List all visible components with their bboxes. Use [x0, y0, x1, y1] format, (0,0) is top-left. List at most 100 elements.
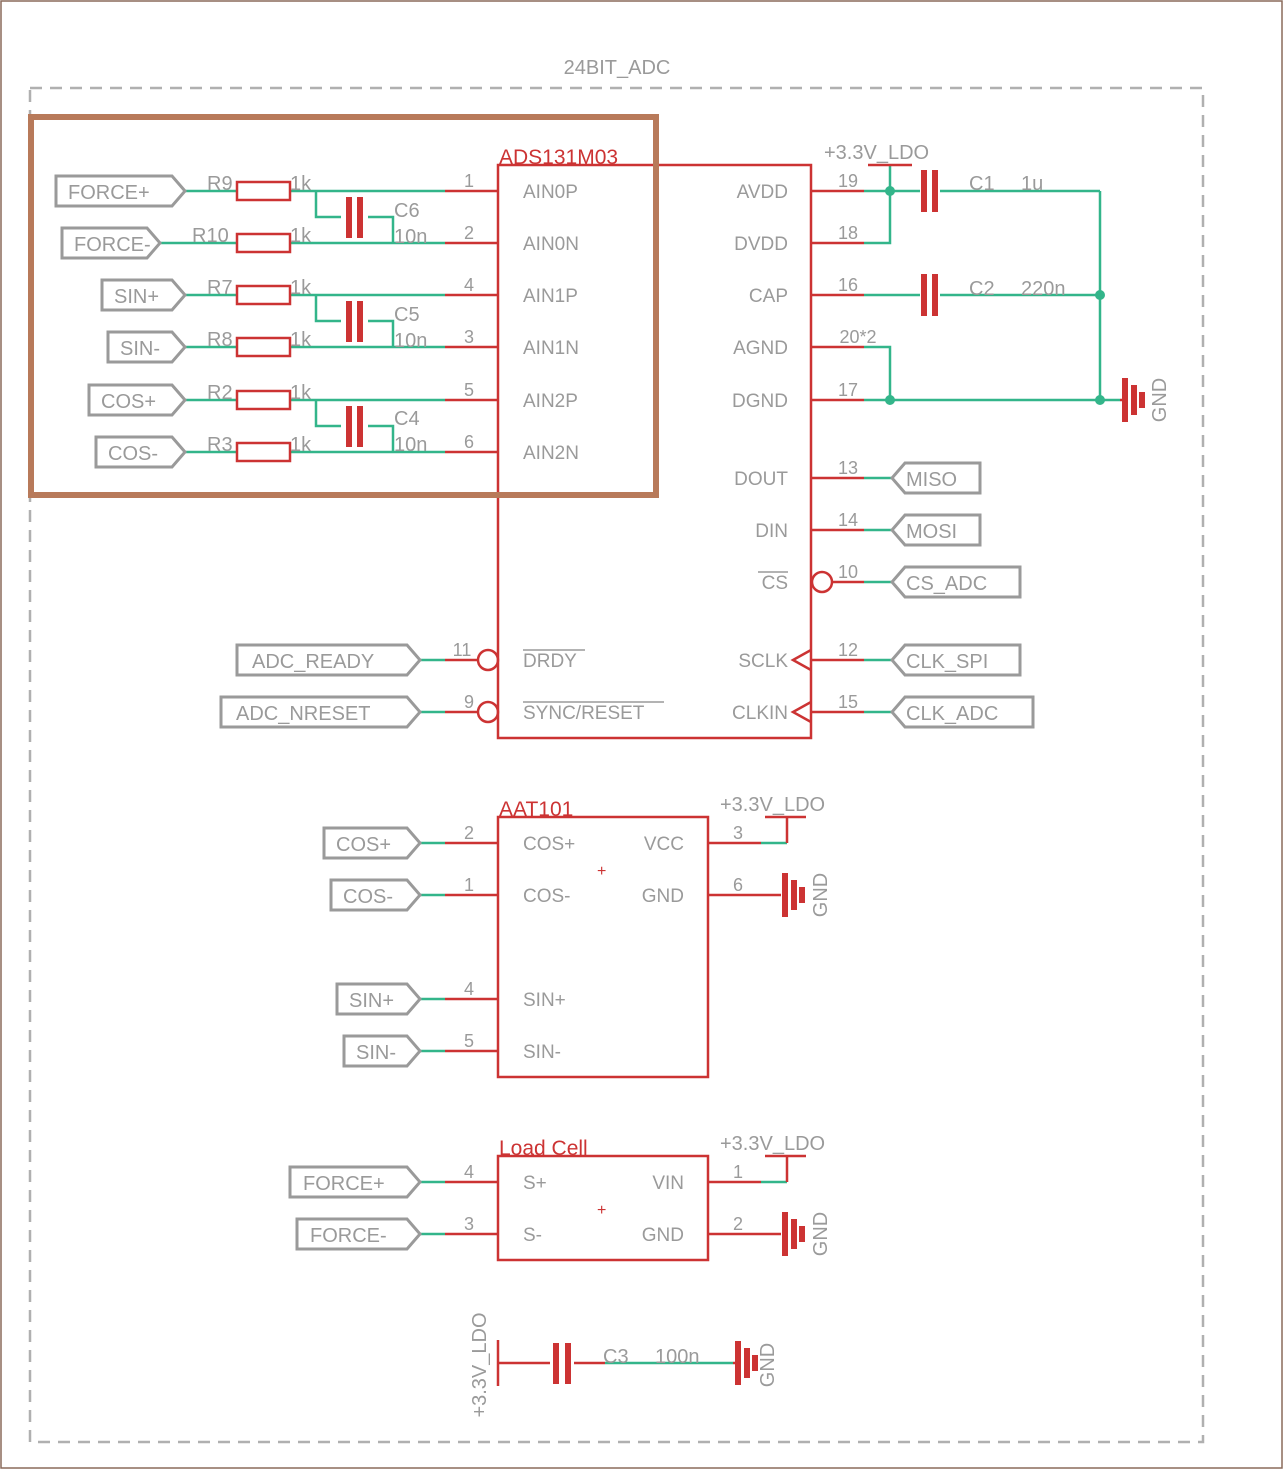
pin-name-cos-minus: COS- [523, 886, 571, 907]
net-label-force-plus[interactable] [54, 174, 187, 208]
net-label-text: MISO [906, 469, 957, 491]
supply-label-loadcell: +3.3V_LDO [720, 1133, 825, 1155]
module-frame [28, 86, 1205, 1444]
cap-c4-name: C4 [394, 408, 420, 430]
pin-name-gnd: GND [642, 886, 684, 907]
loadcell-pins: 4 3 1 2 S+ S- VIN GND [420, 1154, 806, 1256]
resistor-r9-value: 1k [290, 173, 312, 195]
net-label-miso[interactable] [890, 461, 982, 495]
control-nets: ADC_READY ADC_NRESET [219, 643, 445, 729]
net-label-clk-adc[interactable] [890, 695, 1035, 729]
loadcell-origin-mark: + [597, 1202, 606, 1219]
net-label-force-plus[interactable] [288, 1165, 422, 1199]
net-label-cos-plus[interactable] [322, 826, 422, 860]
resistor-r2-value: 1k [290, 382, 312, 404]
net-label-text: SIN+ [114, 286, 159, 308]
pin-number: 4 [464, 275, 474, 295]
gnd-label-loadcell: GND [810, 1212, 832, 1256]
cap-c3-name: C3 [603, 1346, 629, 1368]
net-label-cos-minus[interactable] [94, 435, 187, 469]
resistor-r7-value: 1k [290, 277, 312, 299]
pin-number: 2 [464, 823, 474, 843]
net-label-adc-nreset[interactable] [219, 695, 422, 729]
ads-right-pins: 19 18 16 20*2 17 13 14 10 12 15 AVDD DVD… [732, 171, 876, 724]
pin-name-ain0n: AIN0N [523, 234, 579, 255]
supply-label-ads: +3.3V_LDO [824, 142, 929, 164]
pin-name-sync-reset: SYNC/RESET [523, 703, 645, 724]
net-label-force-minus[interactable] [60, 226, 162, 260]
cap-c6-name: C6 [394, 200, 420, 222]
pin-name-dvdd: DVDD [734, 234, 788, 255]
net-label-text: CLK_SPI [906, 651, 988, 673]
resistor-r3-name: R3 [207, 434, 233, 456]
net-label-force-minus[interactable] [295, 1217, 422, 1251]
pin-name-avdd: AVDD [737, 182, 788, 203]
pin-number: 10 [838, 562, 858, 582]
aat101-body[interactable] [496, 815, 710, 1079]
pin-name-sin-plus: SIN+ [523, 990, 566, 1011]
resistor-r9-name: R9 [207, 173, 233, 195]
pin-number: 3 [733, 823, 743, 843]
pin-number: 6 [464, 432, 474, 452]
net-label-text: COS+ [336, 834, 391, 856]
input-net-labels: FORCE+ FORCE- SIN+ SIN- COS+ COS- [54, 174, 187, 469]
net-label-text: SIN- [356, 1042, 396, 1064]
aat101-name: AAT101 [499, 798, 573, 821]
cap-c4-value: 10n [394, 434, 427, 456]
net-label-text: ADC_NRESET [236, 703, 370, 725]
net-label-sin-plus[interactable] [335, 982, 422, 1016]
net-label-sin-minus[interactable] [106, 330, 187, 364]
pin-name-ain2p: AIN2P [523, 391, 578, 412]
net-label-text: FORCE+ [303, 1173, 385, 1195]
pin-number: 5 [464, 380, 474, 400]
supply-network [864, 163, 1145, 422]
net-label-text: COS- [343, 886, 393, 908]
supply-label-c3: +3.3V_LDO [469, 1312, 491, 1417]
net-label-text: COS+ [101, 391, 156, 413]
pin-name-din: DIN [755, 521, 788, 542]
net-label-mosi[interactable] [890, 513, 982, 547]
loadcell-net-labels: FORCE+ FORCE- [288, 1165, 422, 1251]
cap-c1-name: C1 [969, 173, 995, 195]
net-label-text: SIN- [120, 338, 160, 360]
net-label-text: CS_ADC [906, 573, 987, 595]
pin-name-drdy: DRDY [523, 651, 577, 672]
aat101-pins: 2 1 4 5 3 6 COS+ COS- SIN+ SIN- VCC GND [420, 815, 806, 1063]
pin-name-gnd: GND [642, 1225, 684, 1246]
pin-name-ain0p: AIN0P [523, 182, 578, 203]
pin-name-s-plus: S+ [523, 1173, 547, 1194]
cap-c2-name: C2 [969, 278, 995, 300]
pin-number: 2 [733, 1214, 743, 1234]
pin-name-cos-plus: COS+ [523, 834, 575, 855]
net-label-text: SIN+ [349, 990, 394, 1012]
pin-number: 1 [733, 1162, 743, 1182]
pin-name-agnd: AGND [733, 338, 788, 359]
resistor-r2-name: R2 [207, 382, 233, 404]
net-label-clk-spi[interactable] [890, 643, 1022, 677]
pin-number: 11 [453, 640, 472, 660]
loadcell-name: Load Cell [499, 1137, 588, 1160]
resistor-r10-name: R10 [192, 225, 229, 247]
pin-name-ain1n: AIN1N [523, 338, 579, 359]
pin-number: 4 [464, 1162, 474, 1182]
pin-number: 12 [838, 640, 858, 660]
pin-number: 19 [838, 171, 858, 191]
net-label-adc-ready[interactable] [235, 643, 422, 677]
net-label-sin-minus[interactable] [342, 1034, 422, 1068]
pin-name-vin: VIN [652, 1173, 684, 1194]
net-label-text: MOSI [906, 521, 957, 543]
loadcell-body[interactable] [496, 1154, 710, 1262]
aat101-net-labels: COS+ COS- SIN+ SIN- [322, 826, 422, 1068]
net-label-sin-plus[interactable] [100, 278, 187, 312]
resistor-r3-value: 1k [290, 434, 312, 456]
pin-number: 14 [838, 510, 858, 530]
net-label-cs-adc[interactable] [890, 565, 1022, 599]
net-label-cos-minus[interactable] [329, 878, 422, 912]
pin-number: 16 [838, 275, 858, 295]
ads-name: ADS131M03 [499, 146, 618, 169]
cap-c5-name: C5 [394, 304, 420, 326]
gnd-label-c3: GND [757, 1343, 779, 1387]
net-label-cos-plus[interactable] [87, 383, 187, 417]
frame-label: 24BIT_ADC [564, 57, 671, 79]
